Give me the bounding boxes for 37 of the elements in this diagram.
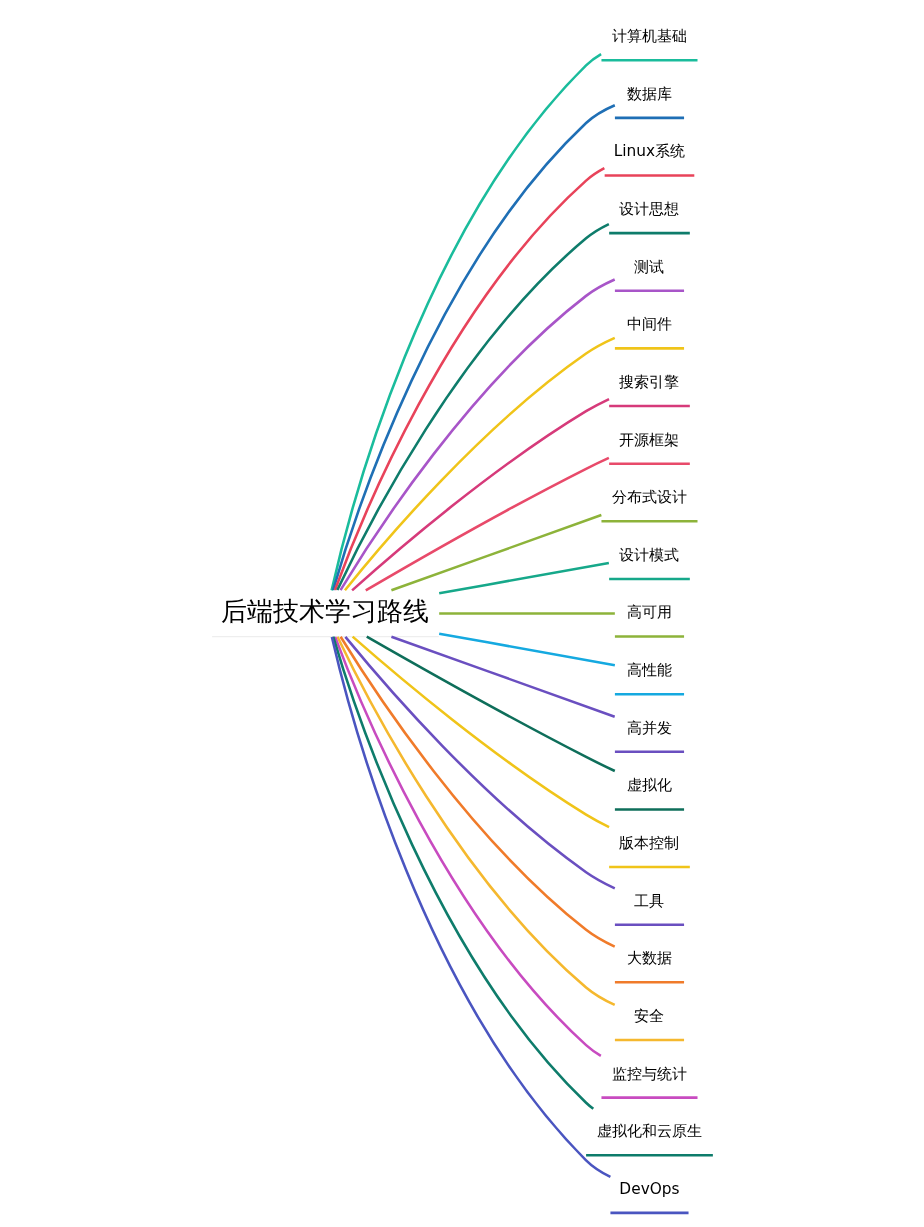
node-text: 开源框架 bbox=[618, 430, 679, 449]
node-text: 后端技术学习路线 bbox=[220, 595, 429, 626]
node-text: Linux系统 bbox=[613, 142, 685, 161]
node-text: 大数据 bbox=[626, 949, 672, 968]
node-text: 虚拟化 bbox=[626, 776, 672, 795]
connector bbox=[390, 635, 615, 718]
connector bbox=[343, 336, 615, 592]
connector bbox=[330, 636, 611, 1179]
connector bbox=[365, 635, 615, 773]
connector bbox=[351, 635, 610, 829]
node-text: 监控与统计 bbox=[611, 1064, 687, 1083]
connector bbox=[339, 636, 615, 948]
node-text: 设计模式 bbox=[618, 545, 679, 564]
node-text: DevOps bbox=[618, 1179, 680, 1198]
node-text: 数据库 bbox=[626, 84, 672, 103]
connector bbox=[343, 636, 615, 890]
node-text: 工具 bbox=[633, 891, 664, 910]
connector bbox=[364, 456, 609, 592]
node-text: 高可用 bbox=[626, 603, 672, 622]
node-text: 安全 bbox=[633, 1006, 664, 1025]
node-text: 高并发 bbox=[626, 718, 672, 737]
node-text: 设计思想 bbox=[618, 200, 679, 219]
node-text: 高性能 bbox=[626, 661, 672, 680]
node-text: 测试 bbox=[633, 257, 664, 276]
connector bbox=[338, 278, 615, 591]
connector bbox=[438, 632, 615, 667]
connector bbox=[390, 513, 602, 592]
node-text: 搜索引擎 bbox=[618, 372, 679, 391]
connector bbox=[438, 561, 609, 595]
node-text: 虚拟化和云原生 bbox=[596, 1122, 702, 1141]
connector bbox=[350, 397, 610, 592]
node-text: 分布式设计 bbox=[611, 488, 687, 507]
node-text: 版本控制 bbox=[618, 834, 679, 852]
connector bbox=[438, 612, 615, 615]
node-text: 计算机基础 bbox=[611, 27, 687, 46]
node-text: 中间件 bbox=[626, 315, 672, 334]
connector bbox=[335, 636, 615, 1007]
